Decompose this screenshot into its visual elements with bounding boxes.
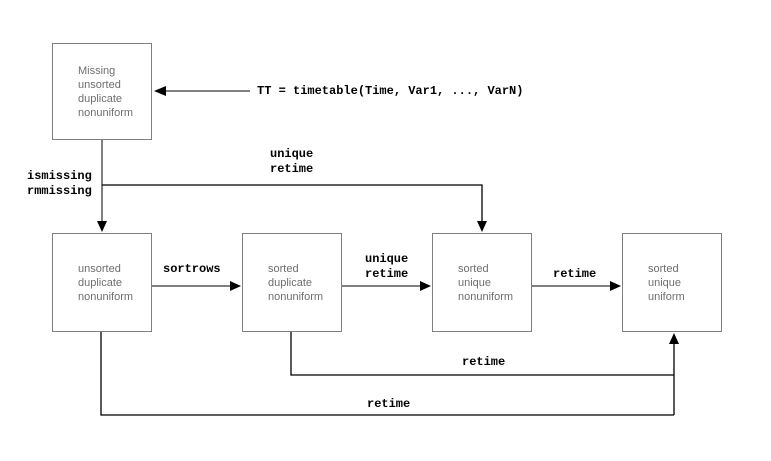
label-retime-from-unsorted: retime (367, 397, 411, 411)
label-unique-retime-branch: unique retime (270, 147, 314, 176)
edge-create-arrowhead (154, 86, 166, 96)
box-sorted-unique-uniform: sorted unique uniform (622, 233, 722, 332)
edge-retime-arrowhead (610, 281, 621, 291)
label-unique-retime: unique retime (365, 252, 409, 281)
edge-sortrows-arrowhead (230, 281, 241, 291)
label-ismissing-rmmissing: ismissing rmmissing (27, 169, 92, 198)
box-unsorted-duplicate-nonuniform: unsorted duplicate nonuniform (52, 233, 152, 332)
box-sorted-duplicate-nonuniform: sorted duplicate nonuniform (242, 233, 342, 332)
label-sortrows: sortrows (163, 262, 221, 276)
box-missing-label: Missing unsorted duplicate nonuniform (78, 64, 134, 119)
edge-retime-from-unsorted-line (100, 332, 674, 416)
edge-unique-retime-arrowhead (420, 281, 431, 291)
label-retime-mid: retime (553, 267, 597, 281)
edge-retime-merge-arrowhead (669, 333, 679, 344)
box-sorted-unique-uniform-label: sorted unique uniform (648, 262, 685, 303)
box-sorted-duplicate-label: sorted duplicate nonuniform (268, 262, 324, 303)
box-sorted-unique-nonuniform-label: sorted unique nonuniform (458, 262, 514, 303)
edge-unique-retime-branch-line (102, 184, 483, 222)
edge-ismissing-arrowhead (97, 221, 107, 232)
box-missing-unsorted-duplicate-nonuniform: Missing unsorted duplicate nonuniform (52, 43, 152, 140)
edge-retime-from-sorted-duplicate-line (290, 332, 674, 376)
box-unsorted-label: unsorted duplicate nonuniform (78, 262, 134, 303)
label-timetable-code: TT = timetable(Time, Var1, ..., VarN) (257, 84, 524, 98)
box-sorted-unique-nonuniform: sorted unique nonuniform (432, 233, 532, 332)
edge-unique-retime-branch-arrowhead (477, 221, 487, 232)
label-retime-from-sorted-duplicate: retime (462, 355, 506, 369)
